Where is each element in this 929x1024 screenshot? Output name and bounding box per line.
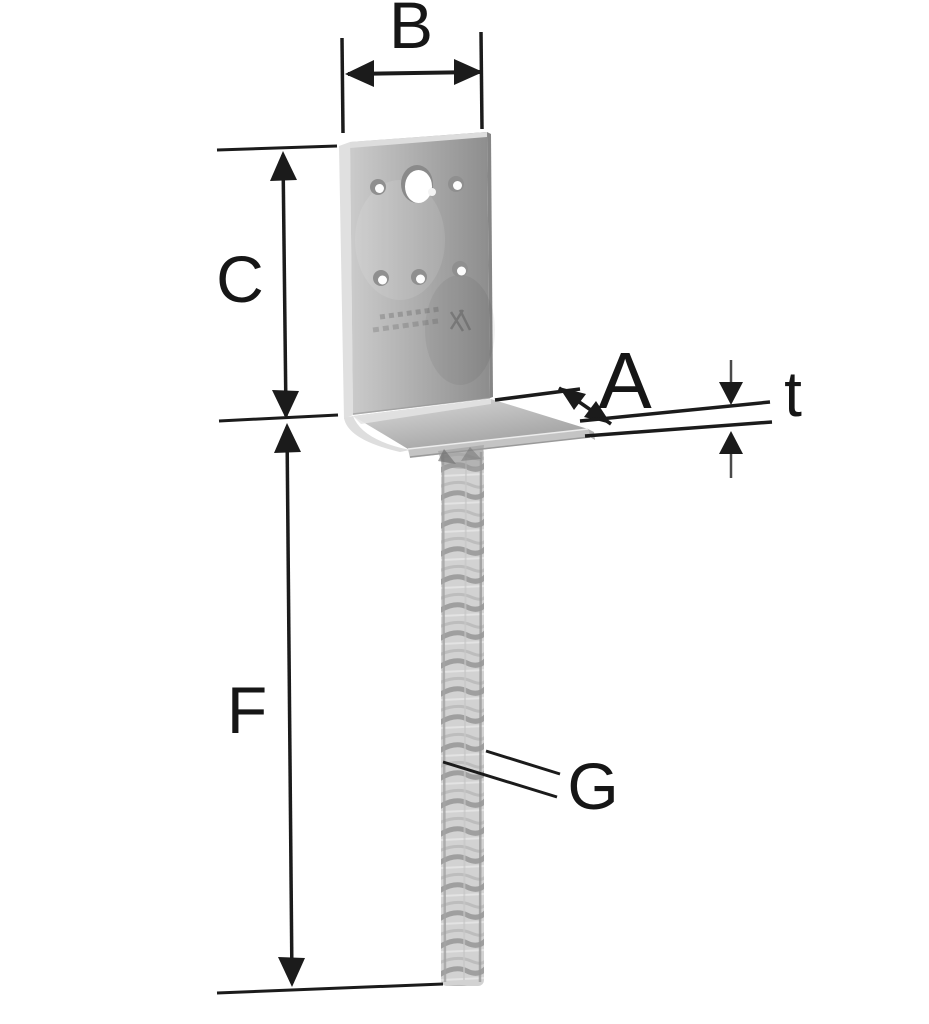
plate-sheen — [355, 180, 445, 300]
dim-t-extension-bottom — [584, 420, 773, 438]
dim-label-g: G — [567, 749, 619, 823]
dim-t-extension-top — [579, 400, 771, 423]
embossed-stamp — [372, 306, 472, 333]
dim-label-c: C — [216, 242, 264, 316]
dim-b-arrowhead-left — [345, 60, 374, 87]
weld-shadow — [438, 449, 456, 464]
plate-bend-shadow-line — [352, 397, 491, 415]
flange-front-top-highlight — [407, 428, 589, 450]
hole-group-top — [370, 165, 464, 203]
dim-t-arrowhead-up — [719, 431, 743, 454]
weld-joint — [438, 445, 484, 469]
dim-b-arrowhead-right — [454, 59, 483, 85]
dim-a-arrowhead-upleft — [559, 387, 586, 410]
dimension-b — [340, 31, 484, 134]
dim-label-f: F — [226, 673, 268, 747]
dim-g-leader-bottom — [442, 760, 558, 799]
nail-hole-center — [375, 184, 384, 193]
dim-f-line — [285, 426, 294, 984]
post-support-part — [339, 132, 595, 986]
rebar-right-edge — [478, 451, 483, 983]
nail-hole-center — [453, 181, 462, 190]
dim-c-line — [281, 154, 288, 417]
stamp-text-row — [372, 318, 439, 333]
dim-c-extension-bottom — [218, 413, 339, 423]
dimension-c — [216, 144, 339, 423]
dimension-f — [216, 423, 444, 995]
dim-label-b: B — [388, 0, 434, 62]
nail-hole-center — [378, 275, 387, 285]
rebar-left-edge — [441, 451, 447, 983]
nail-hole-center — [416, 274, 425, 284]
rebar-body — [441, 447, 484, 986]
bolt-hole-burr — [428, 188, 436, 196]
hole-group-bottom — [373, 261, 468, 286]
dim-label-a: A — [598, 336, 652, 425]
dim-c-arrowhead-down — [272, 390, 299, 419]
flange-left-bend-face — [344, 416, 410, 452]
dim-c-extension-top — [216, 144, 338, 152]
weld-shadow — [461, 447, 481, 461]
stamp-maker-mark — [449, 309, 472, 332]
dim-t-arrowhead-down — [719, 382, 743, 405]
dim-f-arrowhead-up — [274, 423, 301, 453]
flange-bend-highlight — [353, 399, 491, 424]
plate-shade — [425, 275, 495, 385]
dim-f-extension-bottom — [216, 982, 444, 995]
stamp-text-row — [379, 306, 441, 320]
dimension-g — [442, 749, 561, 799]
rebar-seam — [463, 451, 467, 981]
dim-f-arrowhead-down — [278, 957, 305, 987]
plate-right-edge-face — [487, 132, 493, 398]
dim-c-arrowhead-up — [270, 151, 297, 181]
dim-b-extension-right — [479, 31, 484, 130]
dim-g-leader-top — [485, 749, 561, 776]
dim-b-extension-left — [340, 37, 345, 134]
anchor-rebar — [441, 447, 484, 986]
dimension-t — [579, 360, 773, 478]
nail-hole-center — [457, 266, 466, 276]
plate-top-edge-face — [350, 132, 487, 148]
dim-label-t: t — [784, 358, 802, 430]
plate-left-edge-face — [339, 142, 353, 419]
bolt-hole — [405, 170, 432, 203]
